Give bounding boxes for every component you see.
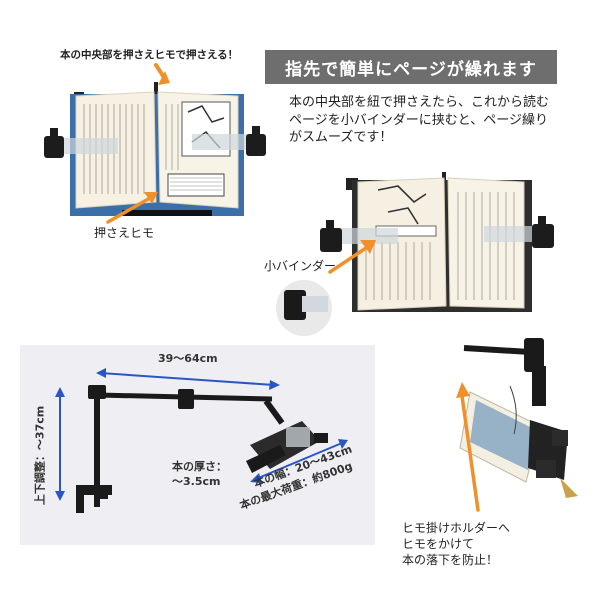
holder-note-line-3: 本の落下を防止！ bbox=[402, 553, 499, 568]
holder-note-line-1: ヒモ掛けホルダーへ bbox=[402, 521, 511, 535]
dim-height: 上下調整：～37cm bbox=[33, 405, 47, 506]
holder-note-line-2: ヒモをかけて bbox=[402, 537, 475, 552]
holder-note: ヒモ掛けホルダーへ ヒモをかけて 本の落下を防止！ bbox=[402, 520, 510, 569]
dim-thickness-value: ～3.5cm bbox=[172, 474, 221, 488]
string-arrow bbox=[106, 192, 158, 224]
description-line-2: ページを小バインダーに挟むと、ページ繰り bbox=[289, 112, 548, 128]
dim-thickness-label: 本の厚さ： bbox=[172, 460, 227, 473]
stand-diagram bbox=[55, 368, 348, 513]
dim-thickness: 本の厚さ： ～3.5cm bbox=[172, 460, 227, 490]
holder-photo bbox=[459, 338, 578, 498]
binder-closeup bbox=[276, 280, 332, 336]
description: 本の中央部を紐で押さえたら、これから読む ページを小バインダーに挟むと、ページ繰… bbox=[289, 94, 589, 147]
label-binder: 小バインダー bbox=[264, 259, 337, 273]
description-line-1: 本の中央部を紐で押さえたら、これから読む bbox=[289, 95, 550, 110]
binder-arrow bbox=[328, 240, 376, 274]
label-string: 押さえヒモ bbox=[94, 226, 155, 240]
banner-title: 指先で簡単にページが繰れます bbox=[265, 50, 557, 84]
spine-arrow bbox=[154, 63, 170, 85]
dim-width: 39～64cm bbox=[158, 352, 218, 365]
book-stand-photo bbox=[44, 82, 266, 216]
description-line-3: がスムーズです！ bbox=[289, 130, 393, 146]
holder-arrow bbox=[456, 382, 480, 512]
top-caption: 本の中央部を押さえヒモで押さえる！ bbox=[60, 49, 239, 61]
small-binder-photo bbox=[320, 172, 554, 312]
